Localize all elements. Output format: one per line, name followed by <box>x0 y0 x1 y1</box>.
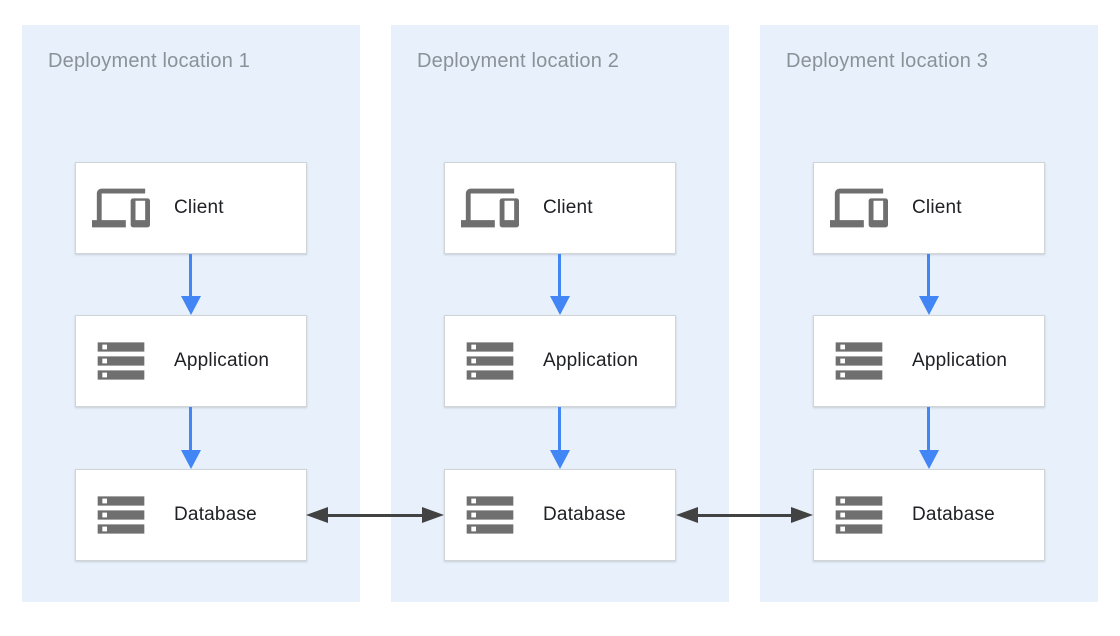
node-label: Database <box>912 504 995 525</box>
storage-icon <box>461 332 519 390</box>
node-label: Database <box>174 504 257 525</box>
node-label: Database <box>543 504 626 525</box>
database-node: Database <box>813 469 1045 561</box>
flow-arrow-application-to-database <box>189 407 192 451</box>
panel-title: Deployment location 3 <box>786 50 989 72</box>
node-label: Client <box>912 197 962 218</box>
application-node: Application <box>75 315 307 407</box>
sync-arrowhead-right <box>791 507 813 523</box>
flow-arrowhead <box>550 296 570 315</box>
sync-arrow-db2-db3 <box>676 507 813 523</box>
deployment-location-2-panel: Deployment location 2 Client Application <box>391 25 729 602</box>
application-node: Application <box>444 315 676 407</box>
flow-arrowhead <box>550 450 570 469</box>
panel-title: Deployment location 2 <box>417 50 620 72</box>
sync-arrowhead-left <box>306 507 328 523</box>
database-node: Database <box>75 469 307 561</box>
devices-icon <box>830 179 888 237</box>
flow-arrow-application-to-database <box>558 407 561 451</box>
sync-arrow-db1-db2 <box>306 507 444 523</box>
flow-arrowhead <box>919 296 939 315</box>
devices-icon <box>92 179 150 237</box>
flow-arrowhead <box>181 450 201 469</box>
storage-icon <box>830 332 888 390</box>
flow-arrow-client-to-application <box>189 254 192 298</box>
node-label: Client <box>174 197 224 218</box>
client-node: Client <box>813 162 1045 254</box>
node-label: Application <box>543 350 639 371</box>
client-node: Client <box>75 162 307 254</box>
storage-icon <box>461 486 519 544</box>
node-label: Application <box>174 350 270 371</box>
devices-icon <box>461 179 519 237</box>
panel-title: Deployment location 1 <box>48 50 251 72</box>
sync-arrow-shaft <box>328 513 422 517</box>
deployment-location-1-panel: Deployment location 1 Client Application <box>22 25 360 602</box>
client-node: Client <box>444 162 676 254</box>
flow-arrow-application-to-database <box>927 407 930 451</box>
flow-arrowhead <box>919 450 939 469</box>
storage-icon <box>92 486 150 544</box>
sync-arrowhead-right <box>422 507 444 523</box>
flow-arrowhead <box>181 296 201 315</box>
node-label: Client <box>543 197 593 218</box>
storage-icon <box>830 486 888 544</box>
flow-arrow-client-to-application <box>927 254 930 298</box>
sync-arrowhead-left <box>676 507 698 523</box>
storage-icon <box>92 332 150 390</box>
sync-arrow-shaft <box>698 513 791 517</box>
database-node: Database <box>444 469 676 561</box>
flow-arrow-client-to-application <box>558 254 561 298</box>
application-node: Application <box>813 315 1045 407</box>
node-label: Application <box>912 350 1008 371</box>
deployment-location-3-panel: Deployment location 3 Client Application <box>760 25 1098 602</box>
